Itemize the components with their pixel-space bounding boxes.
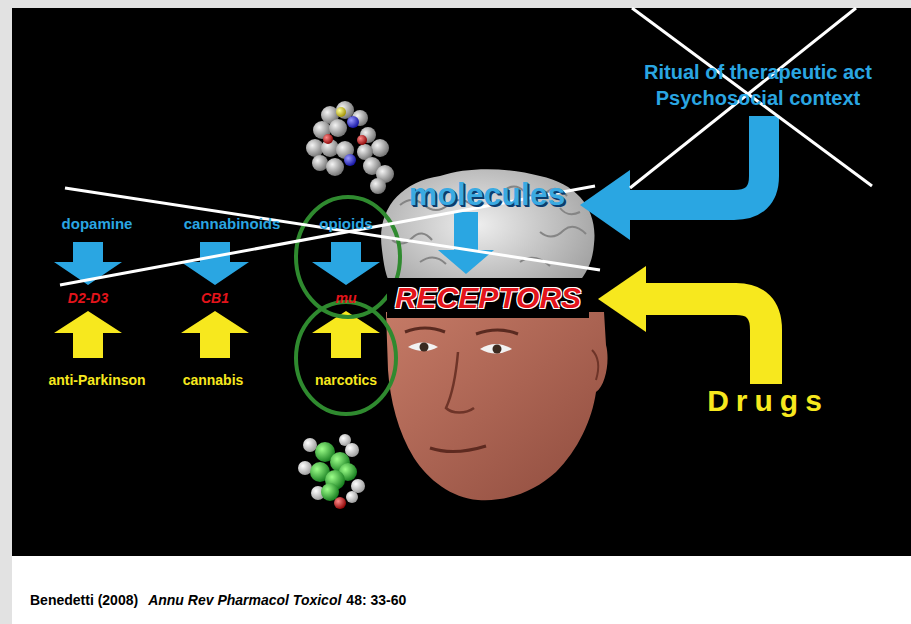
slide-background [12,8,911,556]
receptor-label: CB1 [201,290,229,306]
citation-text: Annu Rev Pharmacol Toxicol [148,592,341,608]
down-arrow [438,212,494,274]
receptor-label: D2-D3 [68,290,108,306]
context-label: Psychosocial context [656,87,861,110]
opioid-molecule [306,101,394,194]
page-margin [0,0,911,8]
highlight-ellipse [296,302,396,414]
citation-text: Benedetti (2008) [30,592,138,608]
neurotransmitter-label: dopamine [62,215,133,232]
citation-text: 48: 33-60 [346,592,406,608]
drug-label: anti-Parkinson [48,372,145,388]
drugs-arrow [598,266,766,384]
up-arrow [181,311,249,358]
down-arrow [181,242,249,285]
receptor-label: mu [336,290,357,306]
molecules-label: molecules [409,176,566,213]
narcotic-molecule [298,434,365,509]
context-label: Ritual of therapeutic act [644,61,872,84]
drugs-label: Drugs [707,384,829,419]
drug-label: cannabis [183,372,244,388]
drug-label: narcotics [315,372,377,388]
page-margin [0,0,12,624]
neurotransmitter-label: opioids [319,215,372,232]
neurotransmitter-label: cannabinoids [184,215,281,232]
head-image [386,312,608,500]
up-arrow [54,311,122,358]
receptors-label: RECEPTORS [387,278,589,319]
context-arrow [580,116,764,240]
highlight-ellipse [296,197,400,317]
down-arrow [312,242,380,285]
